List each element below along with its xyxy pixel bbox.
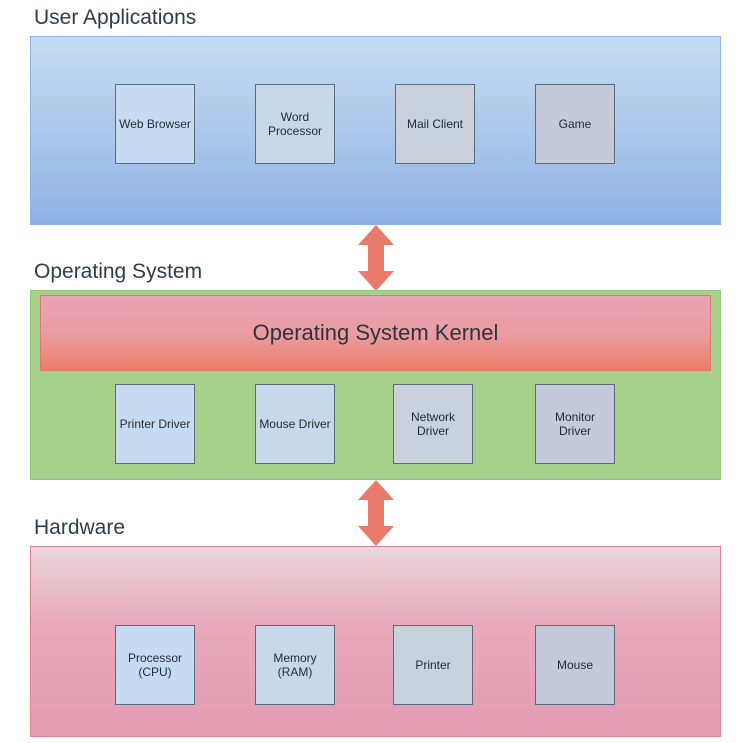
web-browser-box: Web Browser [115, 84, 195, 164]
network-driver-box: Network Driver [393, 384, 473, 464]
kernel-label: Operating System Kernel [252, 320, 499, 345]
mouse-driver-box: Mouse Driver [255, 384, 335, 464]
printer-driver-box: Printer Driver [115, 384, 195, 464]
printer-box: Printer [393, 625, 473, 705]
word-processor-box: Word Processor [255, 84, 335, 164]
bidirectional-arrow-os-hardware [358, 480, 394, 546]
kernel-box: Operating System Kernel [40, 295, 711, 371]
processor-box: Processor (CPU) [115, 625, 195, 705]
bidirectional-arrow-user-os [358, 225, 394, 291]
operating-system-title: Operating System [34, 260, 203, 283]
mail-client-box: Mail Client [395, 84, 475, 164]
mouse-box: Mouse [535, 625, 615, 705]
monitor-driver-box: Monitor Driver [535, 384, 615, 464]
memory-box: Memory (RAM) [255, 625, 335, 705]
user-applications-title: User Applications [34, 6, 197, 29]
hardware-title: Hardware [34, 516, 126, 539]
game-box: Game [535, 84, 615, 164]
